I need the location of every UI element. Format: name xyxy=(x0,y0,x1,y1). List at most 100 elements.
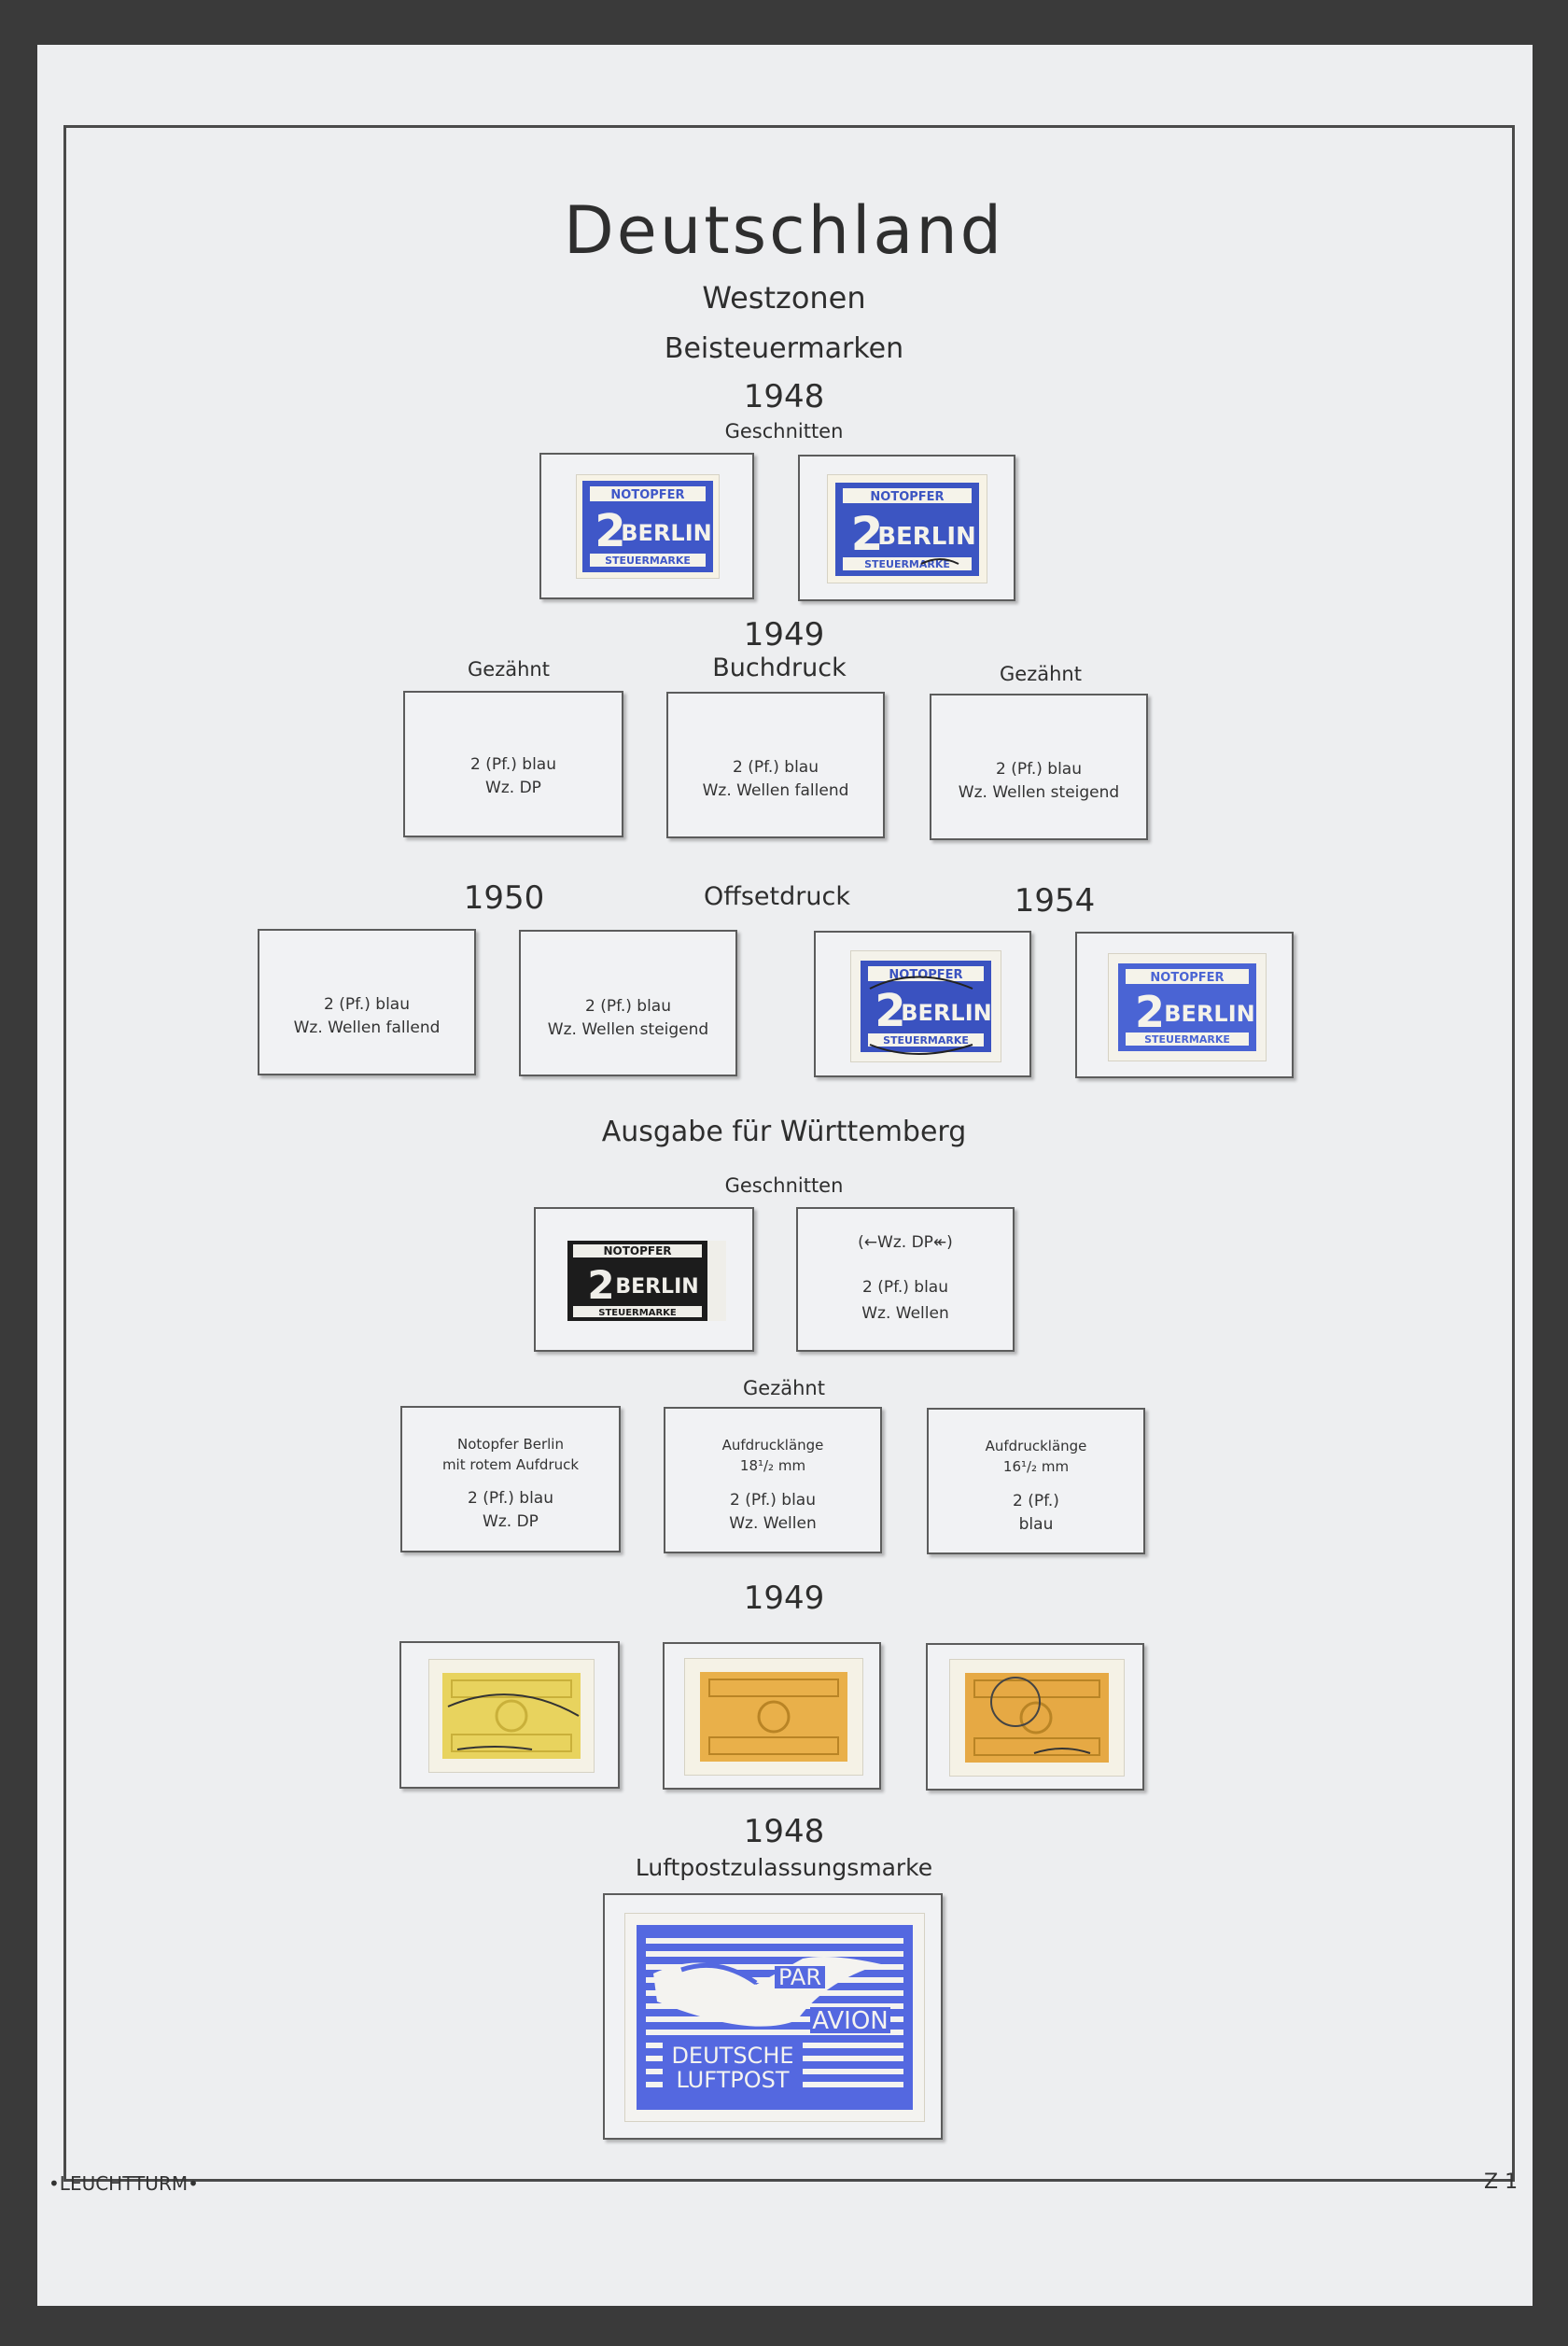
page-frame xyxy=(63,125,1515,2182)
section-title: Beisteuermarken xyxy=(664,332,904,365)
stamp-slot xyxy=(926,1643,1144,1791)
stamp-text: BERLIN xyxy=(1164,1001,1254,1027)
stamp-text: STEUERMARKE xyxy=(883,1034,969,1047)
empty-stamp-slot: 2 (Pf.) blau Wz. Wellen fallend xyxy=(258,929,476,1075)
slot-description: Wz. Wellen steigend xyxy=(958,783,1120,802)
slot-description: Wz. DP xyxy=(485,779,541,797)
stamp-text: 2 xyxy=(595,505,625,557)
slot-description: 18¹/₂ mm xyxy=(739,1457,806,1474)
wohnungsbau-stamp-yellow xyxy=(429,1660,594,1772)
notopfer-stamp-blue-used: NOTOPFER 2 BERLIN STEUERMARKE xyxy=(828,475,987,583)
wohnungsbau-stamp-art xyxy=(700,1672,847,1762)
slot-description: 2 (Pf.) blau xyxy=(733,758,819,777)
slot-description: Aufdrucklänge xyxy=(721,1437,824,1454)
stamp-slot: NOTOPFER 2 BERLIN STEUERMARKE xyxy=(814,931,1031,1077)
stamp-text: NOTOPFER xyxy=(1150,971,1224,985)
label-buchdruck: Buchdruck xyxy=(712,653,847,682)
stamp-text: AVION xyxy=(812,2007,889,2035)
slot-description: blau xyxy=(1018,1515,1054,1534)
year-1948: 1948 xyxy=(743,378,825,415)
stamp-text: DEUTSCHE xyxy=(671,2043,793,2069)
label-geschnitten: Geschnitten xyxy=(724,420,844,443)
empty-stamp-slot: (←Wz. DP↞) 2 (Pf.) blau Wz. Wellen xyxy=(796,1207,1015,1352)
stamp-text: STEUERMARKE xyxy=(598,1308,677,1318)
slot-description: 2 (Pf.) blau xyxy=(730,1491,816,1510)
notopfer-stamp-art: NOTOPFER 2 BERLIN STEUERMARKE xyxy=(835,483,979,576)
slot-description: Wz. Wellen xyxy=(729,1514,817,1533)
slot-description: Aufdrucklänge xyxy=(985,1438,1087,1454)
slot-description: Wz. Wellen steigend xyxy=(547,1020,709,1039)
stamp-text: 2 xyxy=(851,507,884,561)
luftpost-stamp: PAR AVION DEUTSCHE LUFTPOST xyxy=(625,1914,924,2121)
stamp-text: NOTOPFER xyxy=(603,1244,671,1257)
stamp-text: LUFTPOST xyxy=(676,2067,789,2093)
empty-stamp-slot: Aufdrucklänge 16¹/₂ mm 2 (Pf.) blau xyxy=(927,1408,1145,1554)
stamp-text: BERLIN xyxy=(615,1275,698,1299)
slot-description: 2 (Pf.) blau xyxy=(468,1489,553,1508)
notopfer-stamp-art: NOTOPFER 2 BERLIN STEUERMARKE xyxy=(567,1241,707,1321)
label-geschnitten: Geschnitten xyxy=(724,1174,844,1197)
notopfer-stamp-blue: NOTOPFER 2 BERLIN STEUERMARKE xyxy=(577,475,719,578)
stamp-text: NOTOPFER xyxy=(889,968,962,982)
wohnungsbau-stamp-art xyxy=(965,1673,1109,1763)
page-subtitle: Westzonen xyxy=(702,280,866,316)
wohnungsbau-stamp-orange xyxy=(685,1659,862,1775)
slot-description: Wz. DP xyxy=(483,1512,539,1531)
stamp-slot xyxy=(663,1642,881,1790)
section-wuerttemberg: Ausgabe für Württemberg xyxy=(601,1116,967,1148)
slot-description: (←Wz. DP↞) xyxy=(858,1233,953,1252)
stamp-text: 2 xyxy=(587,1262,614,1308)
label-offsetdruck: Offsetdruck xyxy=(704,882,850,911)
year-1949: 1949 xyxy=(743,616,825,653)
stamp-text: STEUERMARKE xyxy=(1144,1033,1230,1046)
page-code: Z 1 xyxy=(1484,2170,1519,2194)
slot-description: Notopfer Berlin xyxy=(457,1436,564,1453)
stamp-slot: NOTOPFER 2 BERLIN STEUERMARKE xyxy=(1075,932,1294,1078)
label-gezaehnt: Gezähnt xyxy=(743,1377,825,1399)
year-1950: 1950 xyxy=(463,879,545,917)
notopfer-stamp-art: NOTOPFER 2 BERLIN STEUERMARKE xyxy=(582,481,713,572)
stamp-text: PAR xyxy=(778,1964,821,1990)
stamp-slot: NOTOPFER 2 BERLIN STEUERMARKE xyxy=(534,1207,754,1352)
notopfer-stamp-black: NOTOPFER 2 BERLIN STEUERMARKE xyxy=(567,1241,726,1321)
empty-stamp-slot: 2 (Pf.) blau Wz. Wellen fallend xyxy=(666,692,885,838)
label-gezaehnt: Gezähnt xyxy=(468,658,550,681)
stamp-slot: PAR AVION DEUTSCHE LUFTPOST xyxy=(603,1893,943,2140)
wohnungsbau-stamp-art xyxy=(442,1673,581,1759)
slot-description: 2 (Pf.) blau xyxy=(862,1278,948,1297)
stamp-slot xyxy=(399,1641,620,1789)
notopfer-stamp-art: NOTOPFER 2 BERLIN STEUERMARKE xyxy=(1118,963,1256,1051)
stamp-text: 2 xyxy=(875,985,905,1037)
stamp-text: STEUERMARKE xyxy=(605,555,691,567)
empty-stamp-slot: 2 (Pf.) blau Wz. DP xyxy=(403,691,623,837)
slot-description: Wz. Wellen fallend xyxy=(293,1018,441,1037)
notopfer-stamp-art: NOTOPFER 2 BERLIN STEUERMARKE xyxy=(861,961,992,1055)
slot-description: 16¹/₂ mm xyxy=(1002,1458,1070,1475)
stamp-text: BERLIN xyxy=(901,1000,991,1026)
stamp-slot: NOTOPFER 2 BERLIN STEUERMARKE xyxy=(798,455,1015,601)
year-1954: 1954 xyxy=(1014,882,1096,920)
publisher-mark: •LEUCHTTURM• xyxy=(49,2172,199,2195)
label-luftpostzulassungsmarke: Luftpostzulassungsmarke xyxy=(635,1854,933,1881)
wohnungsbau-stamp-orange-used xyxy=(950,1660,1124,1776)
empty-stamp-slot: 2 (Pf.) blau Wz. Wellen steigend xyxy=(930,694,1148,840)
stamp-text: BERLIN xyxy=(621,520,711,546)
slot-description: 2 (Pf.) blau xyxy=(585,997,671,1016)
slot-description: Wz. Wellen fallend xyxy=(702,781,849,800)
empty-stamp-slot: Notopfer Berlin mit rotem Aufdruck 2 (Pf… xyxy=(400,1406,621,1552)
slot-description: Wz. Wellen xyxy=(861,1304,949,1323)
year-1948: 1948 xyxy=(743,1813,825,1850)
stamp-text: 2 xyxy=(1135,987,1165,1037)
notopfer-stamp-perforated: NOTOPFER 2 BERLIN STEUERMARKE xyxy=(1109,954,1266,1061)
slot-description: 2 (Pf.) blau xyxy=(324,995,410,1014)
stamp-text: NOTOPFER xyxy=(610,488,684,502)
slot-description: 2 (Pf.) blau xyxy=(996,760,1082,779)
slot-description: mit rotem Aufdruck xyxy=(441,1456,580,1473)
notopfer-stamp-perforated: NOTOPFER 2 BERLIN STEUERMARKE xyxy=(851,951,1001,1061)
page-title: Deutschland xyxy=(563,192,1005,269)
stamp-text: NOTOPFER xyxy=(870,490,944,504)
label-gezaehnt: Gezähnt xyxy=(1000,663,1082,685)
empty-stamp-slot: 2 (Pf.) blau Wz. Wellen steigend xyxy=(519,930,737,1076)
slot-description: 2 (Pf.) blau xyxy=(470,755,556,774)
slot-description: 2 (Pf.) xyxy=(1013,1492,1059,1510)
